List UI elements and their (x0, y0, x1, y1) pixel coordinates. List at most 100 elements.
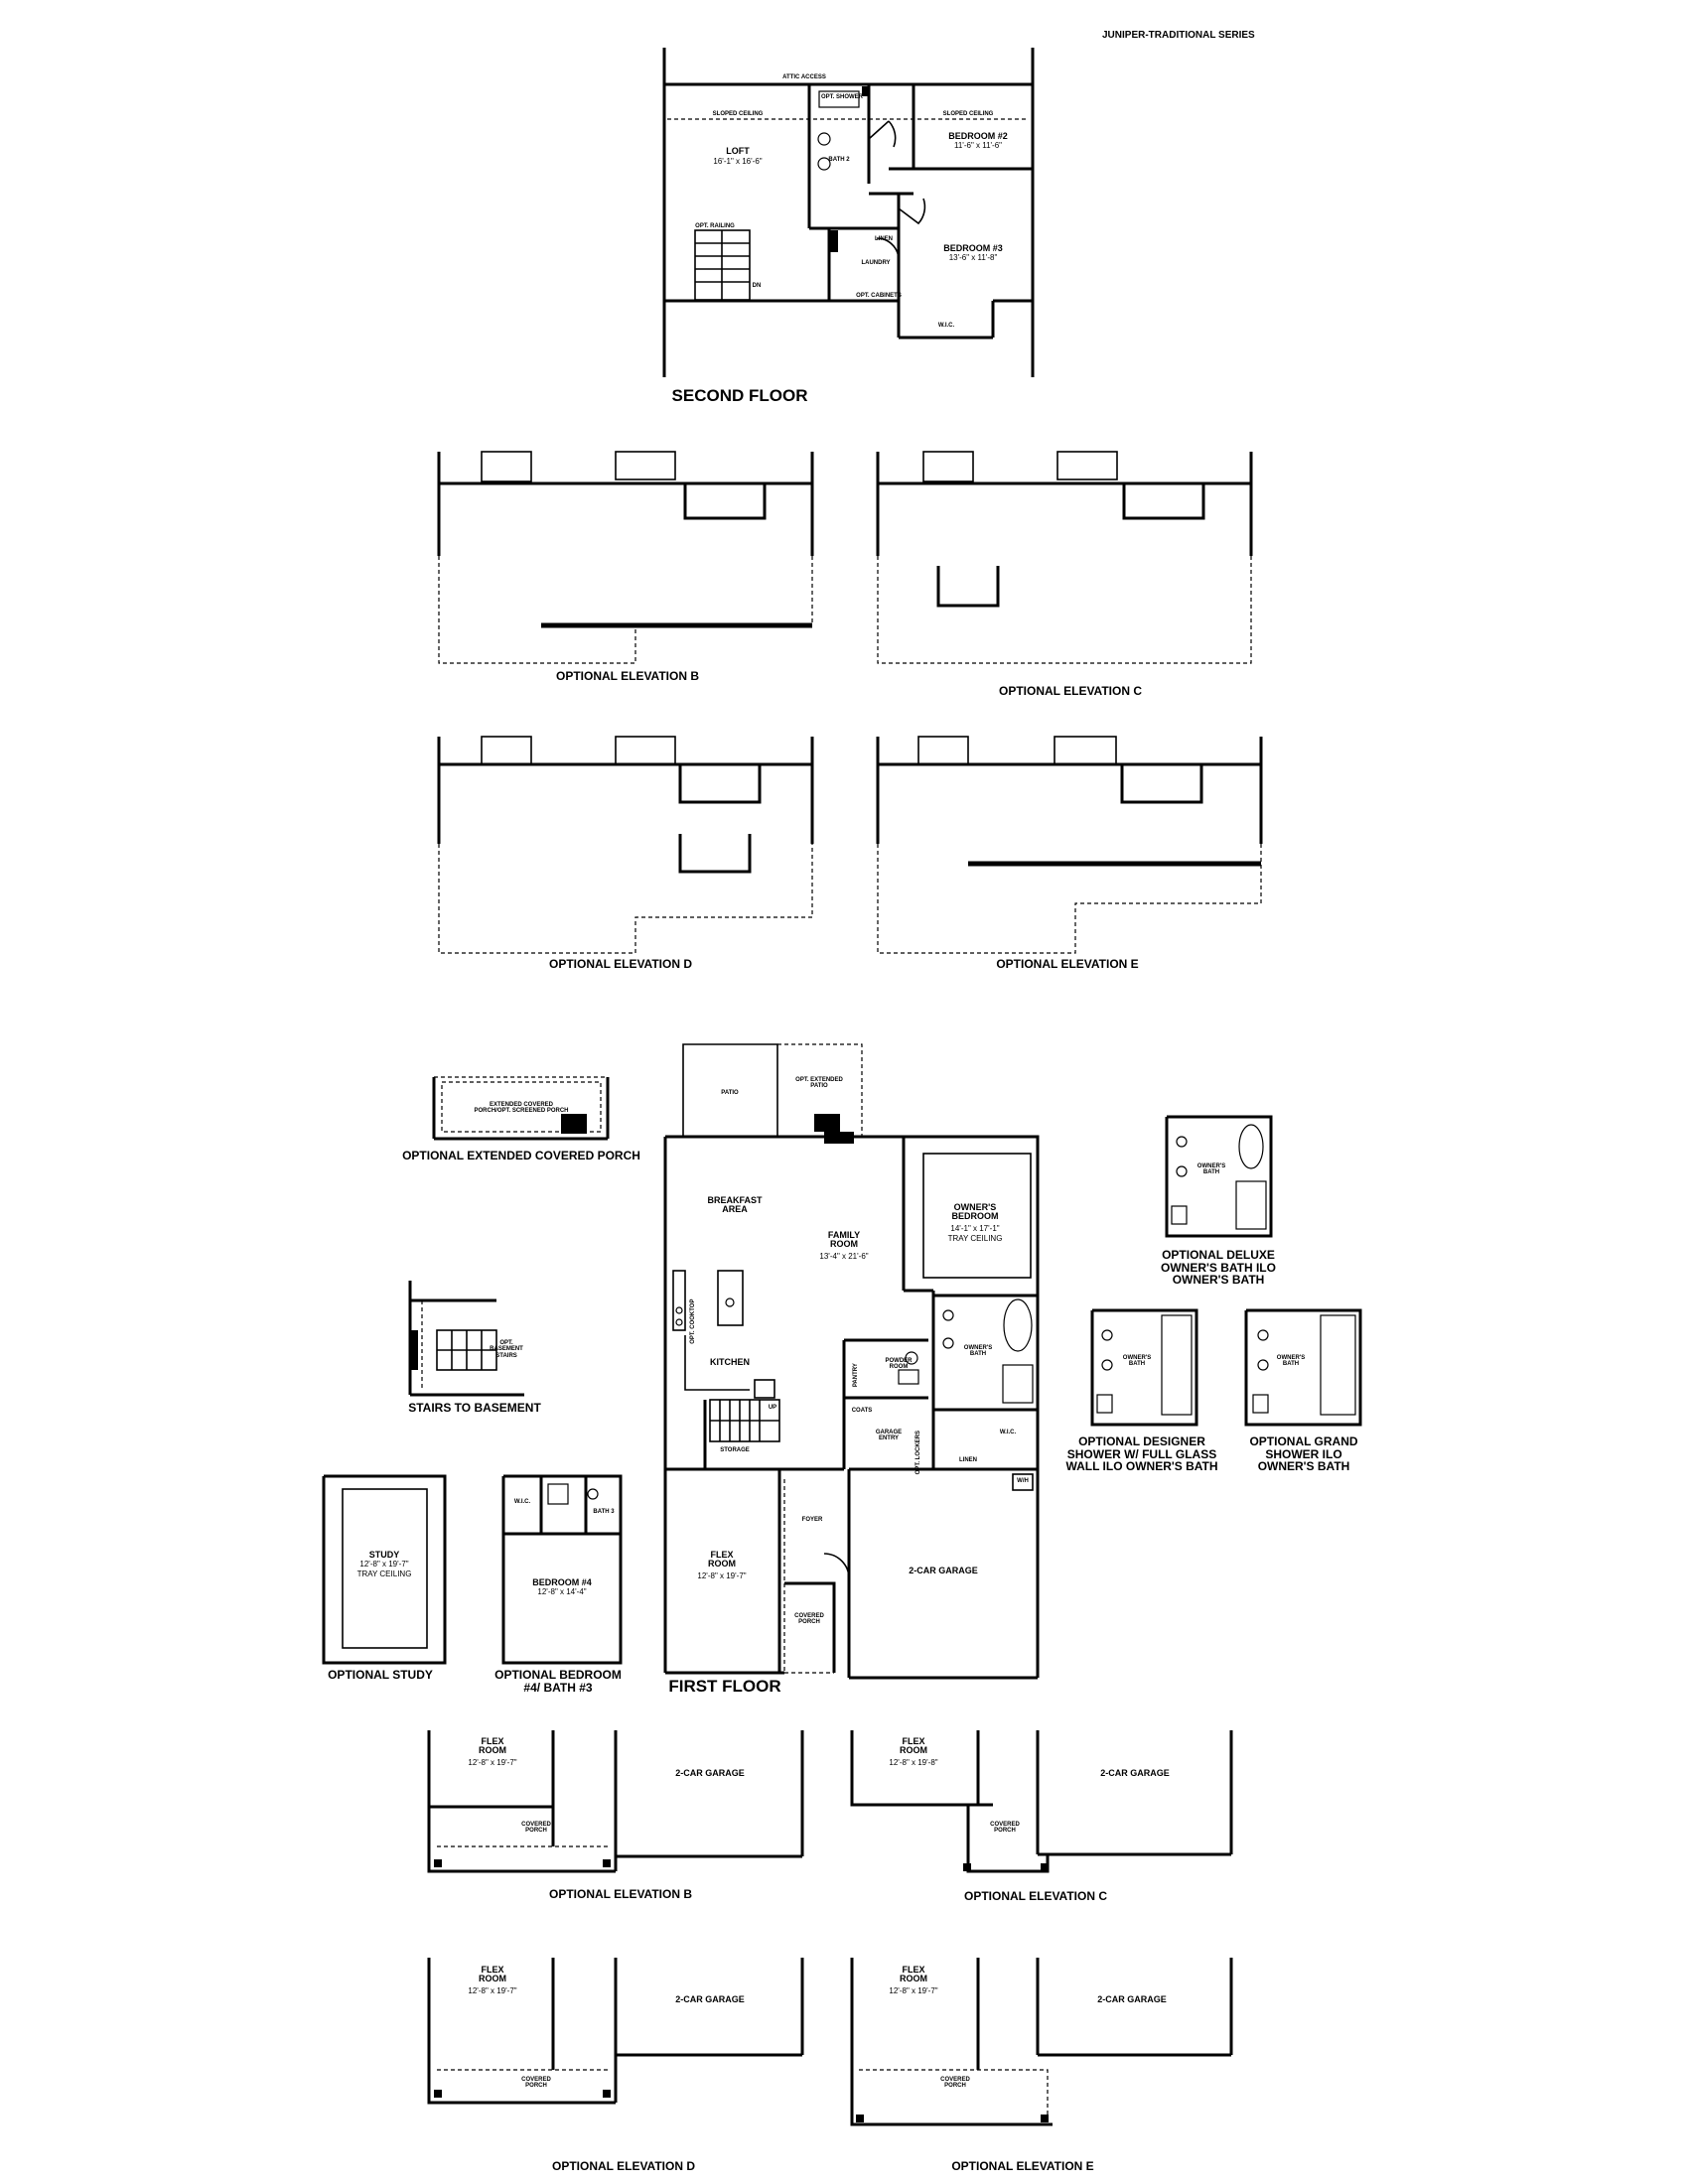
sf-option-d-caption: OPTIONAL ELEVATION D (548, 957, 693, 971)
bedroom4-label: BEDROOM #4 (532, 1577, 592, 1587)
opt-study-plan (322, 1474, 447, 1665)
study-dim: 12'-8" x 19'-7" (359, 1560, 409, 1569)
bedroom2-dim: 11'-6" x 11'-6" (953, 141, 1003, 150)
loft-dim: 16'-1" x 16'-6" (713, 157, 763, 166)
deluxe-bath-room: OWNER'S BATH (1196, 1163, 1226, 1176)
bedroom3-label: BEDROOM #3 (943, 243, 1003, 253)
bedroom3-dim: 13'-6" x 11'-8" (948, 253, 998, 262)
second-floor-option-elevation-e (876, 736, 1263, 954)
flex-room-label: FLEX ROOM (708, 1550, 736, 1570)
ff-covered-porch-label: COVERED PORCH (794, 1613, 824, 1626)
deluxe-bath-caption: OPTIONAL DELUXE OWNER'S BATH ILO OWNER'S… (1161, 1248, 1276, 1288)
sloped-ceiling-label-1: SLOPED CEILING (712, 111, 764, 117)
bedroom4-wic-label: W.I.C. (513, 1499, 531, 1505)
storage-label: STORAGE (720, 1447, 750, 1453)
designer-shower-caption: OPTIONAL DESIGNER SHOWER W/ FULL GLASS W… (1065, 1434, 1218, 1474)
kitchen-label: KITCHEN (710, 1357, 750, 1367)
opt-grand-shower-plan (1244, 1308, 1362, 1427)
ff-opt-e-garage: 2-CAR GARAGE (1097, 1994, 1167, 2004)
owners-bedroom-note: TRAY CEILING (947, 1234, 1003, 1243)
ff-opt-b-flex: FLEX ROOM (479, 1736, 506, 1756)
bedroom2-label: BEDROOM #2 (948, 131, 1008, 141)
grand-shower-caption: OPTIONAL GRAND SHOWER ILO OWNER'S BATH (1249, 1434, 1358, 1474)
owners-bedroom-dim: 14'-1" x 17'-1" (950, 1224, 1000, 1233)
opt-railing-label: OPT. RAILING (695, 223, 735, 229)
ext-porch-caption: OPTIONAL EXTENDED COVERED PORCH (402, 1149, 640, 1162)
ff-opt-d-caption: OPTIONAL ELEVATION D (551, 2159, 696, 2173)
ff-opt-c-flex-dim: 12'-8" x 19'-8" (889, 1758, 938, 1767)
ff-up-label: UP (768, 1405, 777, 1411)
family-room-label: FAMILY ROOM (827, 1230, 861, 1250)
first-floor-option-elevation-d (427, 1958, 804, 2105)
ff-opt-b-flex-dim: 12'-8" x 19'-7" (468, 1758, 517, 1767)
opt-stairs-basement-plan (408, 1281, 524, 1397)
opt-deluxe-bath-plan (1165, 1115, 1273, 1238)
ff-opt-d-porch: COVERED PORCH (521, 2077, 551, 2090)
owners-bedroom-label: OWNER'S BEDROOM (951, 1202, 999, 1222)
ff-opt-b-caption: OPTIONAL ELEVATION B (548, 1887, 693, 1901)
second-floor-plan (662, 48, 1035, 377)
opt-lockers-label: OPT. LOCKERS (914, 1430, 921, 1475)
powder-room-label: POWDER ROOM (885, 1358, 913, 1371)
second-floor-option-elevation-c (876, 451, 1253, 664)
first-floor-title: FIRST FLOOR (668, 1677, 781, 1696)
pantry-label: PANTRY (852, 1363, 859, 1388)
ff-opt-e-flex: FLEX ROOM (900, 1965, 927, 1984)
opt-bedroom4-plan (501, 1474, 623, 1665)
opt-cabinets-label: OPT. CABINETS (856, 293, 902, 299)
bath3-label: BATH 3 (593, 1509, 615, 1515)
first-floor-option-elevation-b (427, 1730, 804, 1873)
ff-opt-b-porch: COVERED PORCH (521, 1822, 551, 1835)
sf-option-e-caption: OPTIONAL ELEVATION E (996, 957, 1139, 971)
first-floor-option-elevation-c (850, 1730, 1233, 1873)
sloped-ceiling-label-2: SLOPED CEILING (942, 111, 994, 117)
ff-opt-b-garage: 2-CAR GARAGE (675, 1768, 745, 1778)
attic-access-label: ATTIC ACCESS (782, 74, 826, 80)
ff-linen-label: LINEN (959, 1457, 977, 1463)
sf-option-b-caption: OPTIONAL ELEVATION B (555, 669, 700, 683)
study-label: STUDY (368, 1550, 400, 1560)
basement-stairs-caption: STAIRS TO BASEMENT (408, 1401, 541, 1415)
opt-designer-shower-plan (1090, 1308, 1198, 1427)
first-floor-plan (663, 1043, 1040, 1680)
flex-room-dim: 12'-8" x 19'-7" (697, 1571, 747, 1580)
opt-extended-patio-label: OPT. EXTENDED PATIO (795, 1077, 843, 1090)
wh-label: W/H (1017, 1478, 1029, 1484)
garage-label: 2-CAR GARAGE (909, 1566, 978, 1575)
study-caption: OPTIONAL STUDY (328, 1668, 433, 1682)
family-room-dim: 13'-4" x 21'-6" (819, 1252, 869, 1261)
ff-opt-e-caption: OPTIONAL ELEVATION E (951, 2159, 1094, 2173)
linen-label: LINEN (875, 236, 893, 242)
garage-entry-label: GARAGE ENTRY (875, 1430, 903, 1442)
ff-opt-c-caption: OPTIONAL ELEVATION C (963, 1889, 1108, 1903)
ff-opt-d-flex-dim: 12'-8" x 19'-7" (468, 1986, 517, 1995)
opt-extended-porch-plan (432, 1076, 610, 1141)
foyer-label: FOYER (801, 1517, 823, 1523)
second-floor-title: SECOND FLOOR (671, 386, 808, 405)
sf-option-c-caption: OPTIONAL ELEVATION C (998, 684, 1143, 698)
ff-wic-label: W.I.C. (999, 1430, 1017, 1435)
second-floor-option-elevation-b (437, 451, 814, 664)
sf-dn-label: DN (752, 283, 762, 289)
laundry-label: LAUNDRY (861, 260, 891, 266)
ff-opt-c-porch: COVERED PORCH (990, 1822, 1020, 1835)
bedroom4-caption: OPTIONAL BEDROOM #4/ BATH #3 (494, 1668, 622, 1695)
breakfast-label: BREAKFAST AREA (707, 1195, 763, 1215)
coats-label: COATS (851, 1408, 873, 1414)
ff-opt-e-flex-dim: 12'-8" x 19'-7" (889, 1986, 938, 1995)
sf-wic-label: W.I.C. (937, 323, 955, 329)
ff-opt-c-flex: FLEX ROOM (900, 1736, 927, 1756)
bedroom4-dim: 12'-8" x 14'-4" (537, 1587, 587, 1596)
basement-stairs-note: OPT. BASEMENT STAIRS (490, 1340, 523, 1359)
bath2-label: BATH 2 (828, 157, 850, 163)
second-floor-option-elevation-d (437, 736, 814, 954)
study-note: TRAY CEILING (356, 1570, 412, 1578)
opt-cooktop-label: OPT. COOKTOP (689, 1298, 696, 1344)
owners-bath-label: OWNER'S BATH (963, 1345, 993, 1358)
ff-opt-d-garage: 2-CAR GARAGE (675, 1994, 745, 2004)
designer-shower-room: OWNER'S BATH (1122, 1355, 1152, 1368)
series-title: JUNIPER-TRADITIONAL SERIES (1102, 30, 1255, 41)
ff-opt-d-flex: FLEX ROOM (479, 1965, 506, 1984)
loft-label: LOFT (726, 146, 750, 156)
